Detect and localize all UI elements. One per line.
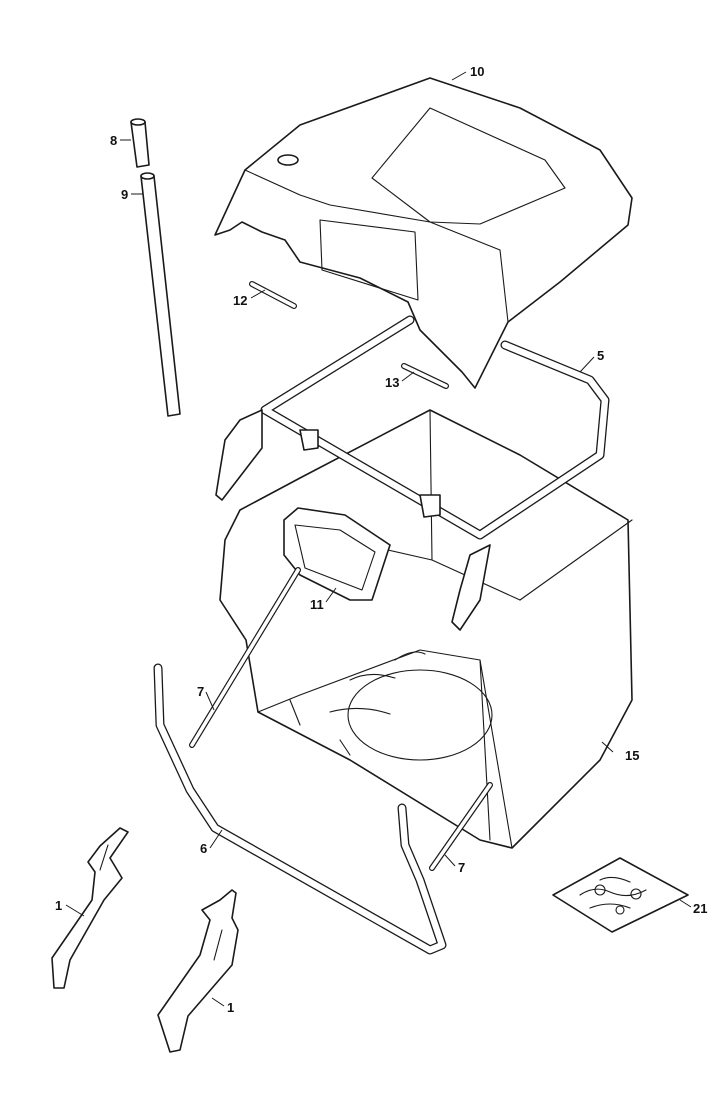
callout-5: 5 [597,348,604,363]
lower-frame [153,663,447,955]
bracket-left [51,827,129,989]
rod-right [429,782,493,871]
rod-left [189,567,301,748]
pin-12 [249,281,297,309]
callout-11: 11 [310,597,324,612]
callout-12: 12 [233,293,247,308]
bracket-right [157,889,239,1053]
flap-frame [283,507,391,601]
bag-lid [214,77,633,389]
callout-7-left: 7 [197,684,204,699]
bag-top-frame [215,315,610,631]
callout-6: 6 [200,841,207,856]
callout-13: 13 [385,375,399,390]
callout-9: 9 [121,187,128,202]
callout-1-right: 1 [227,1000,234,1015]
callout-8: 8 [110,133,117,148]
callout-15: 15 [625,748,639,763]
callout-labels: 10 8 9 12 13 5 11 7 15 6 7 21 1 1 [55,64,707,1015]
handle-tube [140,172,181,417]
callout-1-left: 1 [55,898,62,913]
callout-21: 21 [693,901,707,916]
leader-lines [65,71,692,1007]
callout-7-right: 7 [458,860,465,875]
callout-10: 10 [470,64,484,79]
hardware-kit [552,857,689,933]
pin-13 [401,363,449,389]
handle-grip [130,118,150,168]
